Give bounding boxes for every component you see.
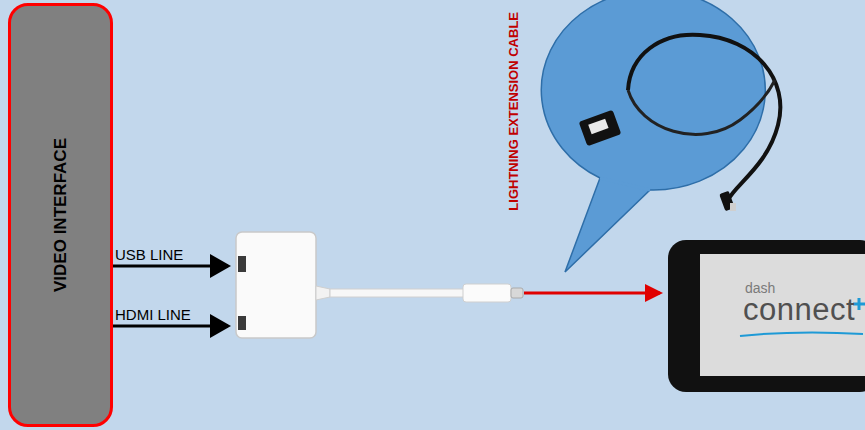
- bubble-seam: [600, 178, 650, 190]
- usb-line-arrow: [112, 265, 228, 268]
- cable-label: LIGHTNING EXTENSION CABLE: [506, 12, 521, 211]
- line-label: HDMI LINE: [115, 306, 191, 323]
- logo-underline: [738, 328, 865, 340]
- adapter-illustration: [236, 232, 523, 338]
- logo-text-large: connect: [743, 292, 855, 328]
- hdmi-line-arrow: [112, 325, 228, 328]
- extension-cable-illustration: [579, 35, 781, 211]
- line-label: USB LINE: [115, 246, 183, 263]
- phone: dashconnect: [668, 240, 865, 392]
- video-interface-box: VIDEO INTERFACE: [8, 3, 113, 427]
- red-arrow: [524, 292, 660, 295]
- node-title: VIDEO INTERFACE: [51, 138, 71, 292]
